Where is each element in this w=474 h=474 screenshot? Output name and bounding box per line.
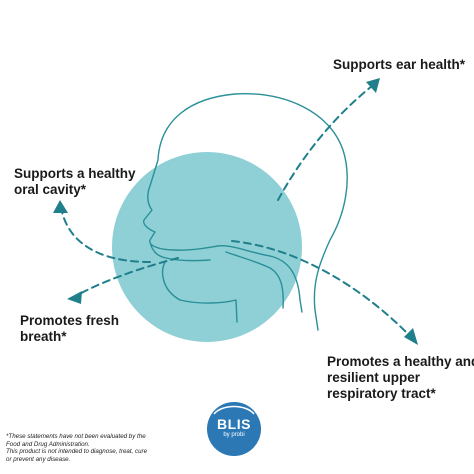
disclaimer-line-3: This product is not intended to diagnose… xyxy=(6,448,148,456)
highlight-circle xyxy=(112,152,302,342)
disclaimer-line-4: or prevent any disease. xyxy=(6,455,71,463)
label-resp-line-3: respiratory tract* xyxy=(327,386,436,401)
label-respiratory-tract: Promotes a healthy and resilient upper r… xyxy=(327,354,474,402)
disclaimer-line-1: *These statements have not been evaluate… xyxy=(6,433,146,440)
arrow-oral-head-icon xyxy=(53,200,68,213)
label-promotes-fresh-breath: Promotes fresh breath* xyxy=(20,313,119,345)
fda-disclaimer: *These statements have not been evaluate… xyxy=(6,433,166,463)
label-ear-line-1: Supports ear health* xyxy=(333,57,466,72)
logo-sub-text: by probi xyxy=(223,432,245,438)
disclaimer-line-2: Food and Drug Administration. xyxy=(6,440,90,448)
head-outline-icon xyxy=(143,93,348,331)
arrow-breath-line xyxy=(75,257,179,297)
label-oral-line-1: Supports a healthy xyxy=(14,166,136,181)
label-resp-line-2: resilient upper xyxy=(327,370,421,385)
arrow-oral-line xyxy=(61,211,151,263)
blis-logo: BLIS by probi xyxy=(206,401,262,457)
label-breath-line-2: breath* xyxy=(20,329,67,344)
label-supports-ear-health: Supports ear health* xyxy=(333,57,465,73)
arrow-breath-head-icon xyxy=(67,291,82,304)
arrow-respiratory-line xyxy=(231,240,411,337)
label-oral-line-2: oral cavity* xyxy=(14,182,87,197)
arrow-respiratory-head-icon xyxy=(404,328,418,345)
logo-swirl-icon xyxy=(213,405,255,415)
logo-badge-icon xyxy=(207,402,261,456)
label-supports-oral-cavity: Supports a healthy oral cavity* xyxy=(14,166,136,198)
logo-brand-text: BLIS xyxy=(217,416,251,432)
arrow-ear-line xyxy=(277,85,373,201)
label-breath-line-1: Promotes fresh xyxy=(20,313,120,328)
label-resp-line-1: Promotes a healthy and xyxy=(327,354,474,369)
arrow-ear-head-icon xyxy=(366,78,380,93)
